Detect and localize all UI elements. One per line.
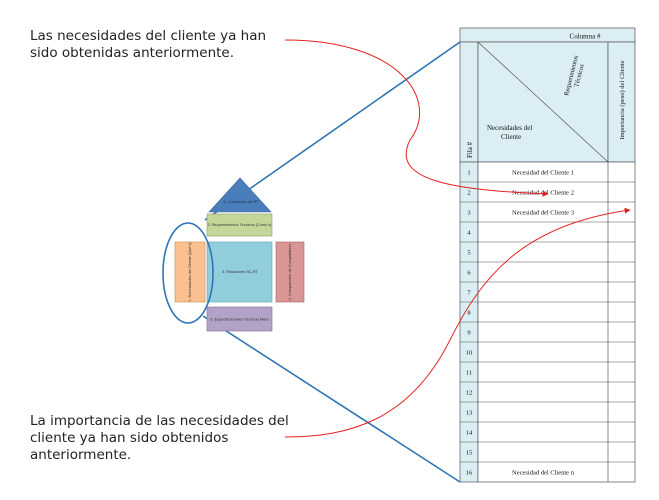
row-number: 1 <box>467 169 470 176</box>
row-lines <box>460 181 635 463</box>
row-number: 16 <box>466 469 473 476</box>
competition-box <box>275 241 305 303</box>
row-number: 13 <box>466 409 473 416</box>
row-number: 12 <box>466 389 473 396</box>
customer-needs-box <box>174 241 206 303</box>
importance-header-label: Importancia (peso) del Cliente <box>619 60 626 139</box>
row-number: 9 <box>467 329 470 336</box>
relations-label: 3. Relaciones NC-RT <box>222 270 258 274</box>
technical-requirements-box <box>206 213 273 237</box>
row-number: 10 <box>466 349 473 356</box>
connector-line-bottom <box>202 315 461 483</box>
roof-shape <box>208 177 272 213</box>
roof-label: 5. Correlación de RT <box>224 200 260 204</box>
competition-label: 4. Comparación de Competidores <box>288 244 292 301</box>
top-caption: Las necesidades del cliente ya han sido … <box>30 28 267 61</box>
target-specs-label: 6. Especificaciones Técnicas Meta <box>210 318 269 322</box>
customer-need-cell: Necesidad del Cliente 1 <box>512 169 574 176</box>
row-number: 2 <box>467 189 470 196</box>
needs-arrow <box>284 39 549 197</box>
row-number: 8 <box>467 309 470 316</box>
row-number: 6 <box>467 269 471 276</box>
customer-need-cell: Necesidad del Cliente n <box>512 469 575 476</box>
column-header-cell <box>459 27 636 43</box>
technical-requirements-label: 2. Requerimientos Técnicos (Como´s) <box>208 223 273 227</box>
bottom-caption: La importancia de las necesidades del cl… <box>30 413 289 463</box>
relations-box <box>206 241 273 303</box>
row-number: 14 <box>466 429 473 436</box>
header-diagonal <box>477 41 609 163</box>
diagonal-bottom-label-2: Cliente <box>501 133 521 141</box>
diagonal-bottom-label-1: Necesidades del <box>487 124 532 132</box>
row-header-label: Fila # <box>466 141 474 158</box>
row-number: 7 <box>467 289 471 296</box>
row-number: 15 <box>466 449 473 456</box>
column-header-label: Columna # <box>570 33 601 41</box>
customer-needs-label: 1. Necesidades del Cliente (Qué´s) <box>188 242 192 302</box>
importance-arrow <box>284 207 631 438</box>
row-number: 5 <box>467 249 470 256</box>
importance-header-cell <box>607 41 636 163</box>
customer-need-cell: Necesidad del Cliente 3 <box>512 209 574 216</box>
target-specs-box <box>206 306 273 332</box>
row-number: 4 <box>467 229 471 236</box>
row-number: 3 <box>467 209 470 216</box>
highlight-ellipse <box>162 222 214 324</box>
row-number: 11 <box>466 369 472 376</box>
